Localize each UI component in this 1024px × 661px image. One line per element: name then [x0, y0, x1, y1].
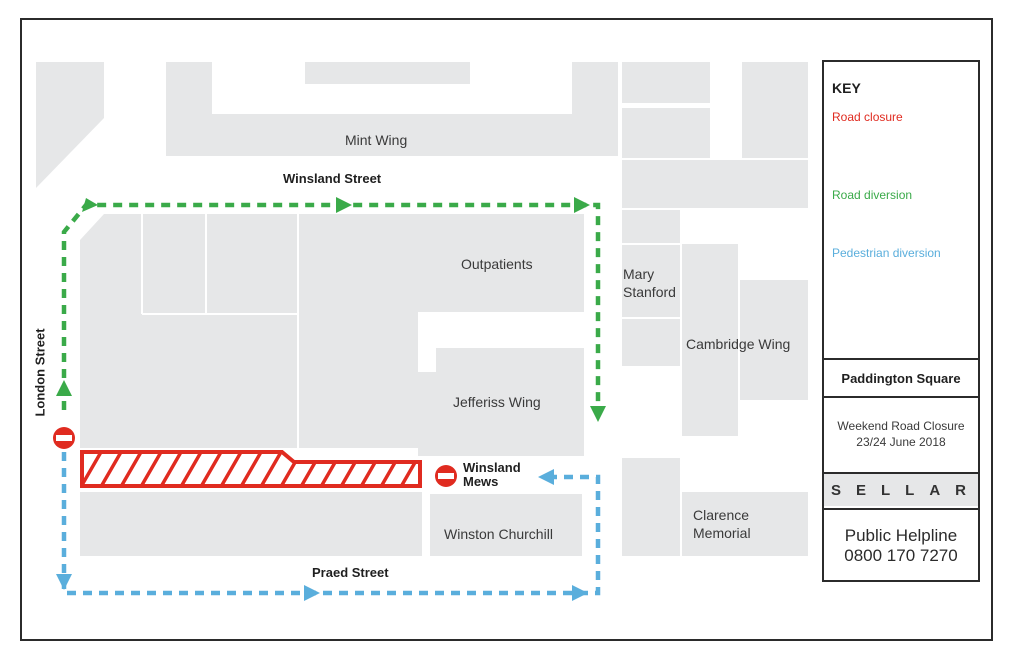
building-west [80, 214, 418, 448]
building-mint-wing-annex [305, 62, 470, 84]
key-location: Paddington Square [824, 358, 978, 396]
helpline-label: Public Helpline [844, 525, 958, 545]
building-jefferiss-wing [436, 348, 584, 456]
location-name: Paddington Square [841, 370, 961, 386]
road-diversion-arrows [56, 197, 606, 422]
notice-line-1: Weekend Road Closure [837, 419, 965, 434]
building-jefferiss-link [418, 372, 438, 456]
building-corner-nw [36, 62, 104, 188]
building-blocks [36, 60, 808, 556]
brand-logo: SELLAR [824, 472, 978, 506]
label-jefferiss-wing: Jefferiss Wing [453, 394, 541, 410]
building-outpatients [418, 214, 584, 312]
building-winston-churchill [430, 494, 582, 556]
label-mary-stanford: Mary Stanford [623, 266, 676, 300]
building-clarence-memorial [622, 458, 680, 556]
building-south-west [80, 492, 422, 556]
key-road-closure-label: Road closure [832, 110, 903, 124]
arrow-icon [336, 197, 352, 213]
arrow-icon [590, 406, 606, 422]
map-key-panel: KEY Road closure Road diversion Pedestri… [822, 60, 980, 582]
label-outpatients: Outpatients [461, 256, 533, 272]
label-praed-street: Praed Street [312, 565, 389, 580]
pedestrian-diversion-route [61, 452, 601, 596]
label-cambridge-wing: Cambridge Wing [686, 336, 791, 352]
building-ne-5 [712, 160, 808, 208]
brand-name: SELLAR [831, 481, 981, 499]
notice-line-2: 23/24 June 2018 [856, 435, 946, 449]
key-road-diversion-label: Road diversion [832, 188, 913, 202]
arrow-icon [56, 574, 72, 590]
building-clarence-annex [682, 492, 808, 556]
building-dividers [141, 103, 710, 448]
pedestrian-diversion-arrows [56, 469, 588, 601]
building-cambridge-wing [682, 244, 738, 436]
key-helpline: Public Helpline 0800 170 7270 [824, 508, 978, 582]
building-ne-3 [742, 62, 808, 158]
no-entry-icon [53, 427, 75, 449]
helpline-number[interactable]: 0800 170 7270 [844, 546, 958, 565]
arrow-icon [82, 198, 98, 212]
arrow-icon [304, 585, 320, 601]
key-pedestrian-diversion-label: Pedestrian diversion [832, 246, 941, 260]
label-london-street: London Street [32, 328, 48, 417]
arrow-icon [572, 585, 588, 601]
no-entry-icon [435, 465, 457, 487]
building-ne-1 [622, 62, 710, 104]
label-winston-churchill: Winston Churchill [444, 526, 553, 542]
building-cambridge-annex [740, 280, 808, 400]
key-title: KEY [832, 80, 861, 96]
arrow-icon [56, 380, 72, 396]
arrow-icon [574, 197, 590, 213]
arrow-icon [538, 469, 554, 485]
building-ne-4 [622, 160, 712, 208]
label-clarence-memorial: Clarence Memorial [693, 507, 751, 541]
building-ne-2 [622, 108, 710, 158]
building-mary-stanford [622, 210, 680, 366]
key-notice: Weekend Road Closure 23/24 June 2018 [824, 396, 978, 472]
label-winsland-mews: Winsland Mews [463, 460, 521, 489]
road-closure-area [80, 450, 422, 488]
map-frame [20, 18, 993, 641]
label-winsland-street: Winsland Street [283, 171, 382, 186]
label-mint-wing: Mint Wing [345, 132, 408, 148]
